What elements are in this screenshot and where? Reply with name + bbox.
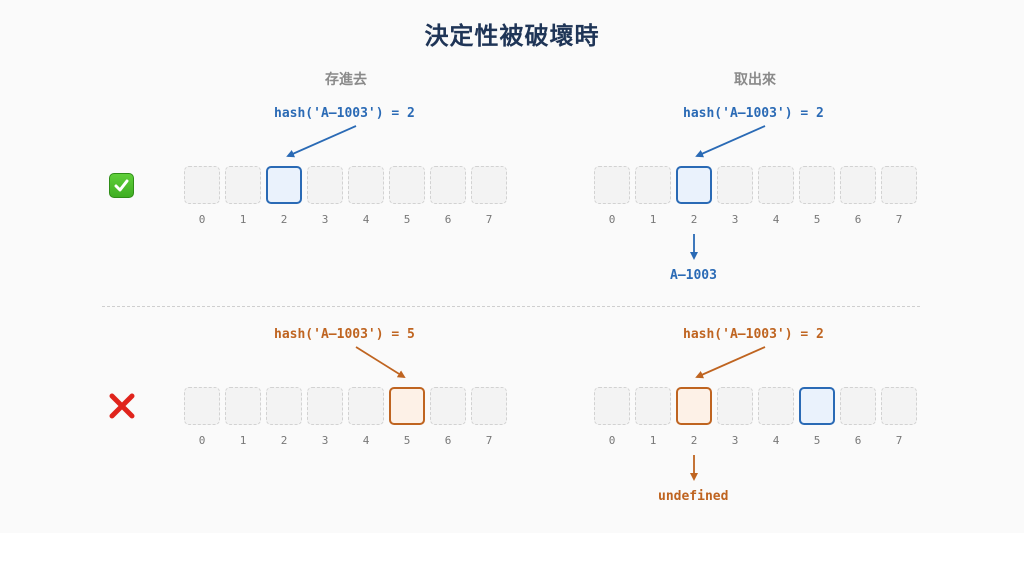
bucket-index: 3 bbox=[321, 434, 329, 447]
bucket-index: 7 bbox=[485, 434, 493, 447]
bucket-cell bbox=[307, 166, 343, 204]
bucket-index: 7 bbox=[895, 213, 903, 226]
bucket-cell bbox=[225, 166, 261, 204]
result-row2: undefined bbox=[658, 489, 729, 504]
bucket-index: 4 bbox=[772, 213, 780, 226]
column-header-get: 取出來 bbox=[734, 72, 776, 88]
bucket-index: 0 bbox=[608, 213, 616, 226]
bucket-cell bbox=[430, 166, 466, 204]
bucket-index: 5 bbox=[403, 213, 411, 226]
bucket-cell bbox=[430, 387, 466, 425]
bucket-cell bbox=[758, 166, 794, 204]
bucket-index: 3 bbox=[731, 213, 739, 226]
arrow-row2-put bbox=[355, 346, 406, 379]
bucket-index: 3 bbox=[321, 213, 329, 226]
bucket-cell bbox=[266, 387, 302, 425]
bucket-index: 6 bbox=[854, 213, 862, 226]
arrow-row1-get bbox=[695, 125, 766, 158]
bucket-index: 5 bbox=[403, 434, 411, 447]
diagram-canvas: 決定性被破壞時 存進去 取出來 hash('A–1003') = 2 hash(… bbox=[102, 22, 920, 504]
bucket-index: 4 bbox=[772, 434, 780, 447]
bucket-index: 3 bbox=[731, 434, 739, 447]
column-header-put: 存進去 bbox=[325, 72, 367, 88]
bucket-index: 2 bbox=[690, 213, 698, 226]
bucket-cell bbox=[389, 166, 425, 204]
hash-label-row1-get: hash('A–1003') = 2 bbox=[683, 106, 824, 121]
bucket-index: 5 bbox=[813, 434, 821, 447]
bucket-index: 4 bbox=[362, 213, 370, 226]
bucket-cell bbox=[881, 387, 917, 425]
cross-mark-icon bbox=[108, 392, 136, 424]
bucket-index: 6 bbox=[444, 213, 452, 226]
bucket-cell bbox=[307, 387, 343, 425]
bucket-index: 2 bbox=[690, 434, 698, 447]
bucket-cell bbox=[594, 166, 630, 204]
diagram-title: 決定性被破壞時 bbox=[424, 22, 600, 50]
arrow-row1-put bbox=[286, 125, 357, 158]
bucket-cell bbox=[225, 387, 261, 425]
bucket-cell bbox=[799, 166, 835, 204]
bucket-index: 6 bbox=[444, 434, 452, 447]
bucket-index: 2 bbox=[280, 434, 288, 447]
bucket-cell bbox=[471, 387, 507, 425]
bucket-cell bbox=[594, 387, 630, 425]
bucket-cell bbox=[799, 387, 835, 425]
bucket-cell bbox=[184, 166, 220, 204]
bucket-index: 1 bbox=[239, 213, 247, 226]
bucket-index: 7 bbox=[895, 434, 903, 447]
bucket-cell bbox=[881, 166, 917, 204]
bucket-cell bbox=[389, 387, 425, 425]
bucket-index: 7 bbox=[485, 213, 493, 226]
bucket-cell bbox=[758, 387, 794, 425]
bucket-cell bbox=[635, 166, 671, 204]
bucket-cell bbox=[635, 387, 671, 425]
result-row1: A–1003 bbox=[670, 268, 717, 283]
hash-label-row2-put: hash('A–1003') = 5 bbox=[274, 327, 415, 342]
bucket-index: 1 bbox=[649, 434, 657, 447]
bucket-index: 1 bbox=[239, 434, 247, 447]
bucket-cell bbox=[184, 387, 220, 425]
hash-label-row2-get: hash('A–1003') = 2 bbox=[683, 327, 824, 342]
bucket-index: 0 bbox=[198, 213, 206, 226]
bucket-cell bbox=[840, 387, 876, 425]
bucket-index: 4 bbox=[362, 434, 370, 447]
arrows-layer bbox=[286, 125, 766, 481]
bucket-index: 2 bbox=[280, 213, 288, 226]
bucket-cell bbox=[348, 166, 384, 204]
bucket-cell bbox=[840, 166, 876, 204]
bucket-index: 0 bbox=[198, 434, 206, 447]
row-divider bbox=[102, 306, 920, 307]
bucket-cell bbox=[676, 387, 712, 425]
check-mark-icon bbox=[109, 173, 134, 198]
hash-label-row1-put: hash('A–1003') = 2 bbox=[274, 106, 415, 121]
bucket-index: 5 bbox=[813, 213, 821, 226]
bucket-cell bbox=[717, 166, 753, 204]
bucket-index: 0 bbox=[608, 434, 616, 447]
bucket-cell bbox=[348, 387, 384, 425]
bucket-cell bbox=[266, 166, 302, 204]
bucket-index: 6 bbox=[854, 434, 862, 447]
bucket-cell bbox=[471, 166, 507, 204]
bucket-cell bbox=[676, 166, 712, 204]
bucket-index: 1 bbox=[649, 213, 657, 226]
arrow-row2-get bbox=[695, 346, 766, 379]
bucket-cell bbox=[717, 387, 753, 425]
